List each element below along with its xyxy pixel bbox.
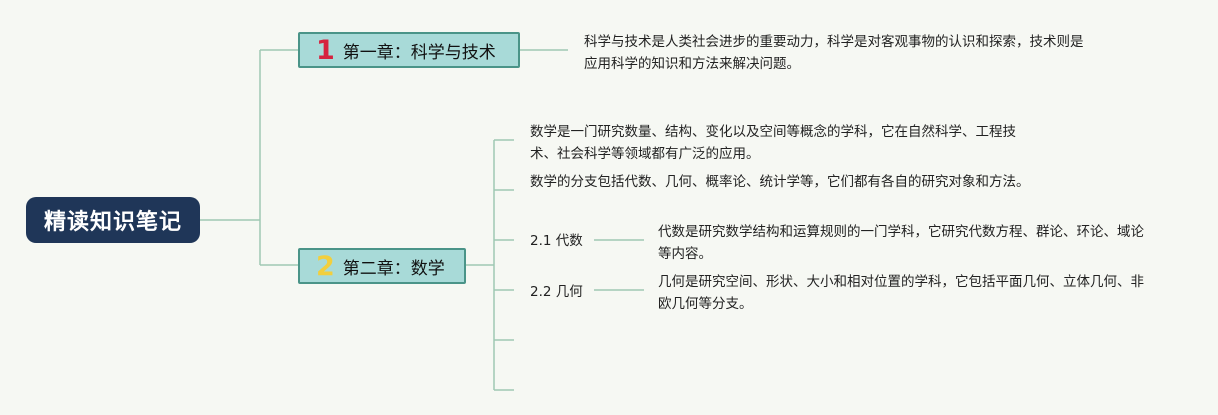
root-node[interactable]: 精读知识笔记 [26, 197, 200, 243]
chapter-2-note-2[interactable]: 数学的分支包括代数、几何、概率论、统计学等，它们都有各自的研究对象和方法。 [530, 174, 1030, 190]
chapter-1-note[interactable]: 科学与技术是人类社会进步的重要动力，科学是对客观事物的认识和探索，技术则是应用科… [584, 34, 1084, 72]
chapter-number-1: 1 [316, 34, 335, 66]
chapter-2-title: 第二章：数学 [342, 258, 445, 279]
chapter-2-node[interactable]: 2 第二章：数学 [298, 248, 466, 284]
chapter-1-title: 第一章：科学与技术 [342, 42, 496, 63]
section-2-2-note[interactable]: 几何是研究空间、形状、大小和相对位置的学科，它包括平面几何、立体几何、非欧几何等… [658, 274, 1144, 312]
section-2-1-label[interactable]: 2.1 代数 [530, 233, 583, 249]
root-title: 精读知识笔记 [43, 210, 182, 235]
chapter-number-2: 2 [316, 250, 335, 282]
chapter-1-node[interactable]: 1 第一章：科学与技术 [298, 32, 520, 68]
section-2-1-note[interactable]: 代数是研究数学结构和运算规则的一门学科，它研究代数方程、群论、环论、域论等内容。 [658, 224, 1144, 262]
section-2-2-label[interactable]: 2.2 几何 [530, 284, 583, 300]
chapter-2-note-1[interactable]: 数学是一门研究数量、结构、变化以及空间等概念的学科，它在自然科学、工程技术、社会… [530, 124, 1016, 162]
